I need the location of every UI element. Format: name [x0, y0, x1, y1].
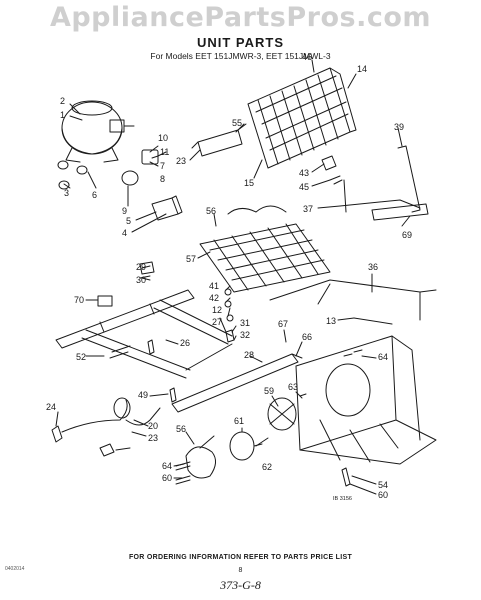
document-code: 0402014	[5, 566, 25, 572]
callout-label: 23	[148, 433, 158, 443]
callout-label: 10	[158, 133, 168, 143]
callout-label: 67	[278, 319, 288, 329]
diagram-subtitle: For Models EET 151JMWR-3, EET 151JMWL-3	[150, 51, 331, 61]
motor-bracket-part	[185, 435, 216, 479]
callout-label: 43	[299, 168, 309, 178]
wiring-harness-part	[51, 397, 161, 457]
callout-label: 15	[244, 178, 254, 188]
handwritten-code: 373-G-8	[220, 578, 261, 592]
callout-label: 42	[209, 293, 219, 303]
callout-label: 39	[394, 122, 404, 132]
fan-blade-part	[267, 397, 297, 431]
grommet-part	[57, 160, 88, 190]
callout-label: 24	[46, 402, 56, 412]
callout-label: 14	[357, 64, 367, 74]
callout-label: 8	[160, 174, 165, 184]
watermark: AppliancePartsPros.com	[49, 2, 432, 33]
callout-label: 4	[122, 228, 127, 238]
callout-label: 64	[162, 461, 172, 471]
callout-labels: 2 1 3 6 10 11 7 8 9 5 4 23 55 15 14 46 3…	[46, 52, 412, 500]
bolt-part	[147, 339, 177, 403]
callout-label: 56	[206, 206, 216, 216]
callout-label: 64	[378, 352, 388, 362]
callout-label: 13	[326, 316, 336, 326]
rail-part	[171, 353, 303, 413]
callout-label: 45	[299, 182, 309, 192]
callout-label: 70	[74, 295, 84, 305]
callout-label: 2	[60, 96, 65, 106]
callout-label: 11	[160, 147, 169, 157]
bracket-part	[97, 295, 113, 307]
screw-part	[341, 467, 351, 487]
callout-label: 56	[176, 424, 186, 434]
tube-assembly-part	[339, 145, 429, 221]
callout-label: 36	[368, 262, 378, 272]
callout-label: 29	[136, 262, 146, 272]
callout-label: 66	[302, 332, 312, 342]
callout-label: 30	[136, 275, 146, 285]
callout-label: 61	[234, 416, 244, 426]
capillary-tube-part	[353, 317, 393, 325]
callout-label: 23	[176, 156, 186, 166]
figure-id: IB 3156	[333, 496, 352, 502]
callout-label: 41	[209, 281, 219, 291]
screw-part	[299, 349, 363, 397]
callout-label: 57	[186, 254, 196, 264]
callout-label: 54	[378, 480, 388, 490]
callout-label: 27	[212, 317, 222, 327]
ordering-info-note: FOR ORDERING INFORMATION REFER TO PARTS …	[128, 554, 353, 561]
fan-housing-part	[295, 335, 437, 465]
fitting-part	[321, 155, 343, 185]
mounting-frame-part	[55, 289, 233, 379]
callout-label: 63	[288, 382, 298, 392]
callout-label: 12	[212, 305, 222, 315]
condenser-part	[247, 67, 357, 169]
callout-label: 3	[64, 188, 69, 198]
callout-label: 52	[76, 352, 86, 362]
callout-label: 60	[162, 473, 172, 483]
callout-label: 26	[180, 338, 190, 348]
page-number: 8	[238, 567, 243, 574]
callout-label: 1	[60, 110, 65, 120]
callout-label: 59	[264, 386, 274, 396]
callout-label: 6	[92, 190, 97, 200]
cover-part	[151, 195, 183, 221]
evaporator-part	[199, 205, 331, 293]
relay-part	[121, 149, 167, 186]
fan-motor-part	[229, 431, 263, 461]
callout-label: 49	[138, 390, 148, 400]
callout-label: 28	[244, 350, 254, 360]
diagram-title: UNIT PARTS	[196, 35, 285, 50]
drier-part	[191, 123, 247, 157]
callout-label: 5	[126, 216, 131, 226]
suction-line-part	[269, 279, 437, 321]
callout-label: 20	[148, 421, 158, 431]
callout-label: 55	[232, 118, 242, 128]
callout-label: 9	[122, 206, 127, 216]
callout-label: 60	[378, 490, 388, 500]
compressor-part	[61, 100, 135, 163]
callout-label: 32	[240, 330, 250, 340]
callout-label: 31	[240, 318, 250, 328]
small-hardware-part	[224, 288, 235, 343]
callout-label: 69	[402, 230, 412, 240]
callout-label: 7	[160, 161, 165, 171]
callout-label: 46	[302, 52, 312, 62]
callout-label: 37	[303, 204, 313, 214]
callout-label: 62	[262, 462, 272, 472]
